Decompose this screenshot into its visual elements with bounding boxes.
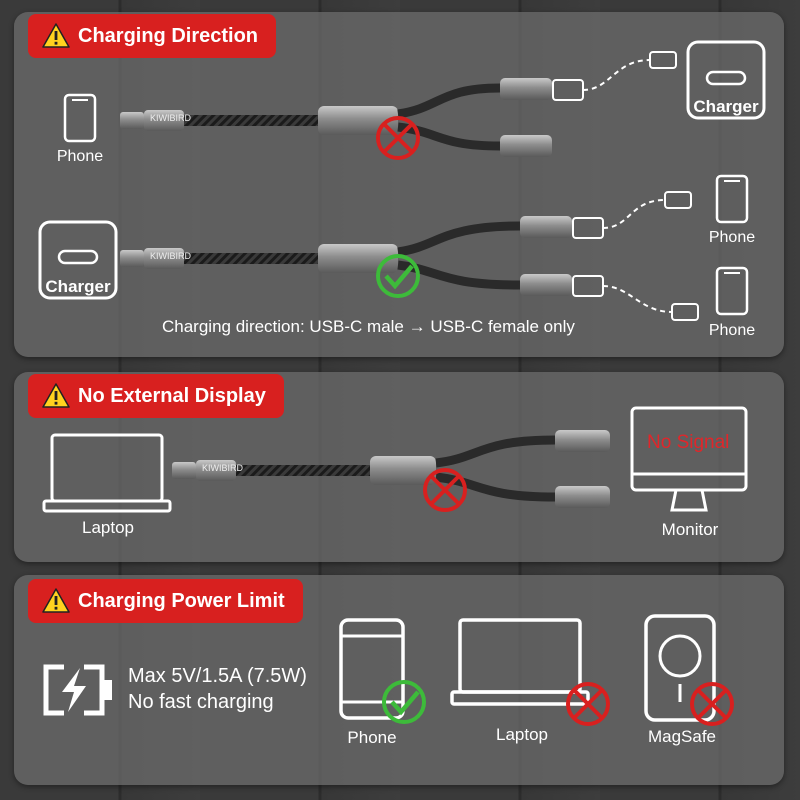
- cross-icon: [376, 116, 420, 160]
- splitter-hub: [318, 106, 398, 135]
- charger-icon: [686, 40, 766, 120]
- charging-power-limit-panel: Charging Power Limit: [14, 575, 784, 785]
- section-title: Charging Direction: [78, 25, 259, 47]
- battery-charging-icon: [43, 664, 112, 716]
- phone-icon: [715, 174, 749, 224]
- splitter-hub: [318, 244, 398, 273]
- phone-label: Phone: [708, 229, 756, 246]
- magsafe-icon: [644, 614, 716, 722]
- laptop-icon: [42, 433, 172, 513]
- usb-c-female-socket: [500, 78, 552, 100]
- monitor-label: Monitor: [661, 520, 719, 539]
- device-label-magsafe: MagSafe: [647, 727, 717, 746]
- usb-c-female-socket: [555, 430, 610, 452]
- no-signal-text: No Signal: [647, 432, 730, 453]
- cable-brand-label: KIWIBIRD: [150, 251, 192, 261]
- check-icon: [382, 680, 426, 724]
- device-label-phone: Phone: [347, 728, 397, 747]
- charging-direction-note: Charging direction: USB-C male → USB-C f…: [162, 317, 575, 336]
- laptop-icon: [450, 618, 590, 706]
- power-spec-line2: No fast charging: [128, 691, 274, 713]
- cable-top-blocked: [120, 51, 677, 157]
- power-spec-line1: Max 5V/1.5A (7.5W): [128, 665, 307, 687]
- phone-label: Phone: [56, 148, 104, 165]
- splitter-hub: [370, 456, 436, 485]
- section-title: No External Display: [78, 385, 266, 407]
- cable-brand-label: KIWIBIRD: [150, 113, 192, 123]
- section-title: Charging Power Limit: [78, 590, 285, 612]
- usb-c-female-socket: [520, 216, 572, 238]
- warning-icon: [42, 383, 70, 408]
- cable-display-blocked: [172, 430, 610, 508]
- charger-icon: [38, 220, 118, 300]
- laptop-label: Laptop: [82, 518, 134, 537]
- charging-power-limit-badge: Charging Power Limit: [28, 579, 303, 623]
- warning-icon: [42, 588, 70, 613]
- device-label-laptop: Laptop: [496, 725, 548, 744]
- cable-bottom-ok: [120, 191, 699, 321]
- phone-icon: [715, 266, 749, 316]
- cable-brand-label: KIWIBIRD: [202, 463, 244, 473]
- charger-label: Charger: [693, 97, 759, 116]
- cross-icon: [566, 682, 610, 726]
- warning-icon: [42, 23, 70, 48]
- check-icon: [376, 254, 420, 298]
- usb-c-male-plug: [120, 112, 144, 129]
- usb-c-female-socket: [555, 486, 610, 508]
- charging-direction-panel: Charging Direction: [14, 12, 784, 357]
- usb-c-male-plug: [120, 250, 144, 267]
- usb-c-female-socket: [520, 274, 572, 296]
- cross-icon: [423, 468, 467, 512]
- charger-label: Charger: [45, 277, 111, 296]
- usb-c-female-socket: [500, 135, 552, 157]
- phone-icon: [63, 93, 97, 143]
- cross-icon: [690, 682, 734, 726]
- no-external-display-badge: No External Display: [28, 374, 284, 418]
- charging-direction-badge: Charging Direction: [28, 14, 277, 58]
- usb-c-male-plug: [172, 462, 196, 479]
- monitor-icon: [630, 406, 748, 512]
- phone-label: Phone: [708, 322, 756, 339]
